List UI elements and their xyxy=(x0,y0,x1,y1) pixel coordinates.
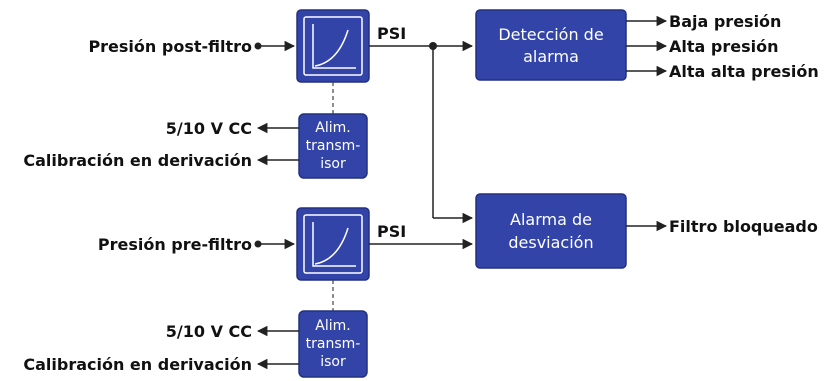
psi-bottom-label: PSI xyxy=(377,222,406,241)
deviation-alarm-line2: desviación xyxy=(508,233,593,252)
high-high-pressure-label: Alta alta presión xyxy=(669,62,819,81)
power-block-top xyxy=(298,113,368,179)
alarm-detection-line2: alarma xyxy=(523,47,579,66)
voltage-bottom-label: 5/10 V CC xyxy=(166,322,252,341)
power-bottom-line1: Alim. xyxy=(315,318,350,334)
voltage-top-label: 5/10 V CC xyxy=(166,119,252,138)
power-top-line3: isor xyxy=(320,156,346,172)
filter-blocked-label: Filtro bloqueado xyxy=(669,217,818,236)
alarm-detection-line1: Detección de xyxy=(498,25,603,44)
calibration-bottom-label: Calibración en derivación xyxy=(23,355,252,374)
power-top-line1: Alim. xyxy=(315,120,350,136)
power-bottom-line2: transm- xyxy=(306,336,361,352)
power-bottom-line3: isor xyxy=(320,354,346,370)
power-block-bottom xyxy=(298,310,368,378)
calibration-top-label: Calibración en derivación xyxy=(23,151,252,170)
psi-top-label: PSI xyxy=(377,24,406,43)
high-pressure-label: Alta presión xyxy=(669,37,778,56)
curve-icon xyxy=(303,214,363,274)
alarm-detection-block xyxy=(475,9,627,81)
power-top-line2: transm- xyxy=(306,138,361,154)
low-pressure-label: Baja presión xyxy=(669,12,781,31)
input-post-filter-label: Presión post-filtro xyxy=(88,37,252,56)
deviation-alarm-line1: Alarma de xyxy=(510,210,592,229)
curve-icon xyxy=(303,16,363,76)
deviation-alarm-block xyxy=(475,193,627,269)
input-pre-filter-label: Presión pre-filtro xyxy=(98,235,252,254)
